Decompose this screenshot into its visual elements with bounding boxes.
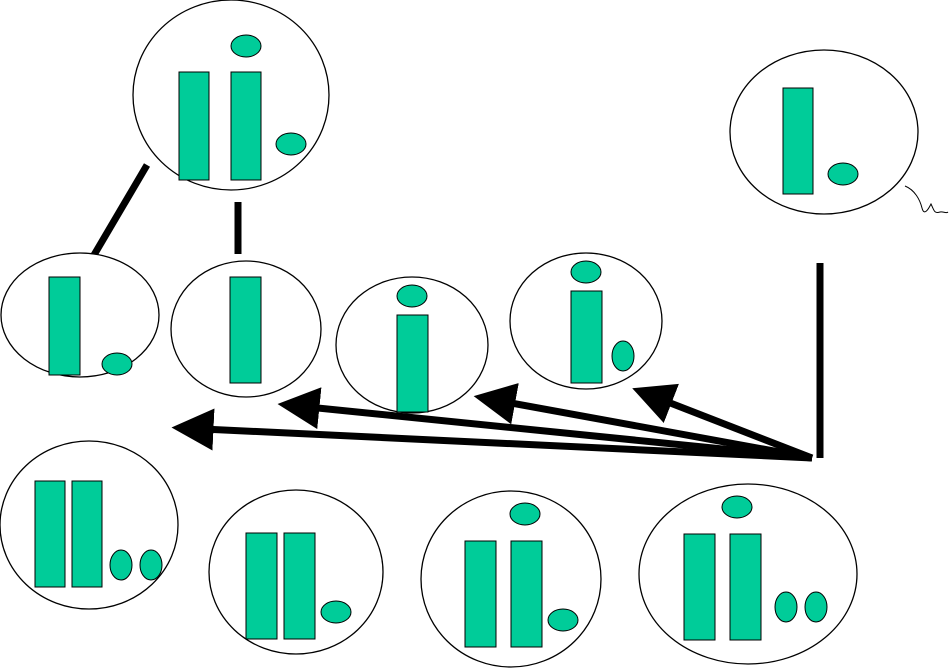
chromosome-bar: [71, 480, 103, 588]
arrow-to-middle-cell: [473, 383, 813, 462]
parent-cell-top-left: [132, 0, 330, 191]
chromosome-bar: [230, 71, 262, 181]
parent-cell-top-right: [729, 49, 949, 215]
chromosome-dot: [774, 591, 798, 623]
chromosome-bar: [245, 532, 278, 640]
chromosome-dot: [275, 132, 307, 156]
cell-tail: [904, 185, 949, 214]
chromosome-bar: [729, 533, 762, 641]
chromosome-bar: [510, 540, 543, 648]
arrow-to-center-left: [171, 408, 813, 462]
cell-middle-1: [0, 252, 160, 378]
cell-middle-3: [335, 276, 489, 414]
cell-bottom-2: [208, 489, 384, 655]
chromosome-dot: [547, 608, 579, 632]
chromosome-dot: [396, 284, 428, 308]
chromosome-bar: [229, 276, 262, 384]
chromosome-dot: [804, 591, 828, 623]
chromosome-bar: [34, 480, 66, 588]
cell-bottom-1: [0, 440, 179, 610]
chromosome-bar: [283, 532, 316, 640]
chromosome-dot: [109, 549, 133, 581]
cell-middle-4: [509, 252, 663, 390]
chromosome-bar: [683, 533, 716, 641]
chromosome-dot: [570, 260, 602, 284]
cell-bottom-4: [638, 483, 858, 665]
arrow-to-center-right: [277, 387, 813, 462]
chromosome-dot: [139, 549, 163, 581]
chromosome-bar: [396, 314, 429, 413]
chromosome-dot: [611, 340, 635, 372]
cell-bottom-3: [420, 490, 602, 668]
chromosome-dot: [230, 34, 262, 58]
connector-line-left: [90, 163, 151, 257]
chromosome-dot: [827, 162, 859, 186]
cell-middle-2: [170, 260, 322, 398]
arrow-to-right-cell: [632, 383, 814, 462]
chromosome-dot: [721, 495, 753, 519]
chromosome-bar: [48, 276, 81, 376]
chromosome-dot: [320, 600, 352, 624]
chromosome-bar: [178, 71, 210, 181]
chromosome-bar: [782, 87, 814, 195]
chromosome-dot: [101, 352, 133, 376]
chromosome-bar: [570, 290, 603, 384]
chromosome-dot: [509, 502, 541, 526]
chromosome-bar: [464, 540, 497, 648]
